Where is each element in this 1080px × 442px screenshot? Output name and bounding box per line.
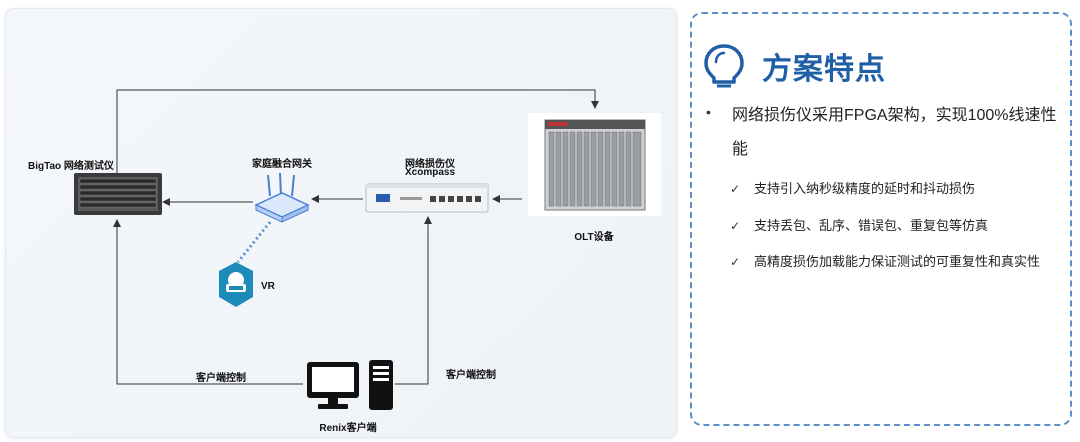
- link-bigtao-olt: [116, 89, 599, 175]
- vr-label: VR: [261, 281, 275, 292]
- check-icon: ✓: [730, 255, 741, 269]
- sub-feature-item: ✓ 高精度损伤加载能力保证测试的可重复性和真实性: [730, 247, 1056, 277]
- impairment-label-line1: 网络损伤仪: [405, 159, 455, 170]
- bigtao-tester-device: [74, 173, 162, 215]
- check-icon: ✓: [730, 219, 741, 233]
- check-icon: ✓: [730, 182, 741, 196]
- features-panel: 方案特点 • 网络损伤仪采用FPGA架构，实现100%线速性能 ✓ 支持引入纳秒…: [690, 12, 1072, 426]
- bigtao-label: BigTao 网络测试仪: [28, 161, 114, 172]
- lightbulb-icon: [704, 44, 744, 88]
- topology-diagram: [74, 89, 661, 410]
- sub-feature-text: 高精度损伤加载能力保证测试的可重复性和真实性: [754, 254, 1041, 269]
- wireless-link: [236, 221, 272, 263]
- sub-feature-text: 支持引入纳秒级精度的延时和抖动损伤: [754, 181, 976, 196]
- sub-feature-item: ✓ 支持引入纳秒级精度的延时和抖动损伤: [730, 174, 1056, 204]
- renix-label: Renix客户端: [319, 423, 377, 434]
- link-renix-bigtao: [113, 219, 303, 385]
- gateway-label: 家庭融合网关: [252, 159, 312, 170]
- olt-device: [528, 113, 661, 216]
- link-renix-impairment: [395, 216, 432, 385]
- features-title: 方案特点: [762, 53, 886, 86]
- renix-client-pc: [307, 360, 393, 410]
- main-feature-text: 网络损伤仪采用FPGA架构，实现100%线速性能: [732, 107, 1057, 158]
- sub-feature-text: 支持丢包、乱序、错误包、重复包等仿真: [754, 218, 989, 233]
- main-bullet: •: [706, 104, 711, 120]
- vr-headset-icon: [219, 262, 253, 307]
- olt-label: OLT设备: [574, 232, 614, 243]
- home-gateway-device: [254, 172, 310, 223]
- impairment-label-line2: Xcompass: [404, 167, 456, 178]
- sub-feature-item: ✓ 支持丢包、乱序、错误包、重复包等仿真: [730, 211, 1056, 241]
- client-control-left-label: 客户端控制: [196, 373, 246, 384]
- client-control-right-label: 客户端控制: [446, 370, 496, 381]
- impairment-device: [365, 183, 489, 213]
